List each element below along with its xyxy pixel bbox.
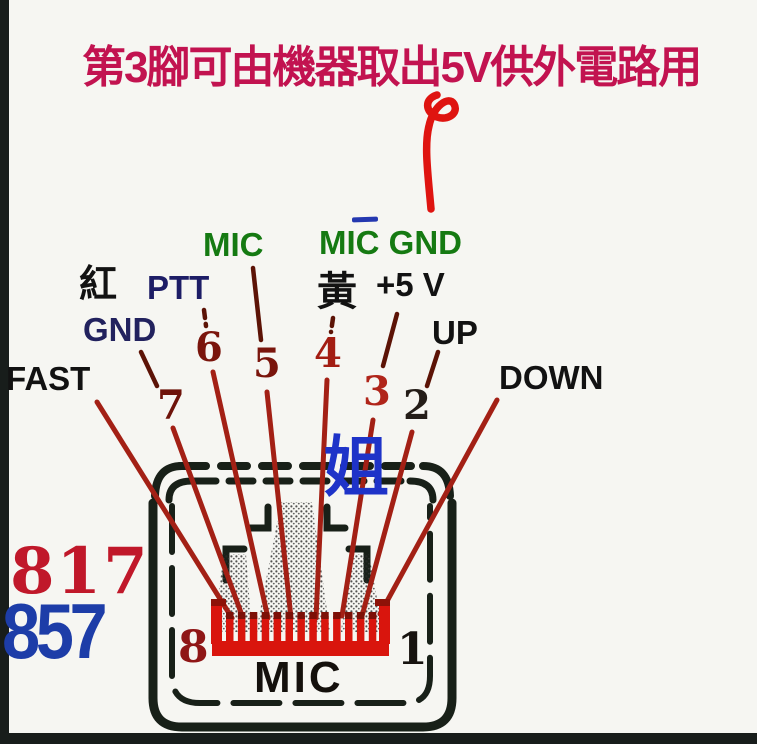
jack-outline	[148, 462, 457, 732]
model-857: 857	[2, 587, 108, 675]
model-817: 817	[10, 534, 150, 609]
watermark-character: 姐	[323, 430, 389, 504]
pin-number-7: 7	[157, 382, 185, 429]
label-yellow-wire: 黃	[317, 270, 357, 314]
label-mic: MIC	[203, 226, 264, 263]
left-frame-edge	[0, 0, 9, 744]
pin-number-3: 3	[363, 368, 391, 415]
label-fast: FAST	[6, 360, 91, 397]
jack-front-label: MIC	[254, 653, 344, 702]
bottom-frame-edge	[0, 733, 757, 744]
label-down: DOWN	[499, 359, 604, 396]
pin-number-5: 5	[253, 340, 281, 387]
pin-number-1: 1	[397, 624, 428, 675]
pin-lines	[94, 265, 500, 621]
label-mic-gnd: MIC GND	[319, 224, 462, 261]
label-5v: +5 V	[376, 266, 445, 303]
stray-blue-mark	[351, 216, 379, 223]
up-arrow-icon	[422, 91, 459, 213]
label-ptt: PTT	[147, 269, 210, 306]
pin-number-4: 4	[314, 330, 342, 377]
pin-number-2: 2	[403, 382, 431, 429]
label-gnd: GND	[83, 311, 157, 348]
contact-comb	[211, 599, 390, 656]
pin-number-8: 8	[178, 622, 209, 673]
label-up: UP	[432, 314, 478, 351]
page-title: 第3腳可由機器取出5V供外電路用	[82, 43, 702, 92]
pin-number-6: 6	[195, 324, 223, 371]
label-red-wire: 紅	[79, 264, 118, 306]
